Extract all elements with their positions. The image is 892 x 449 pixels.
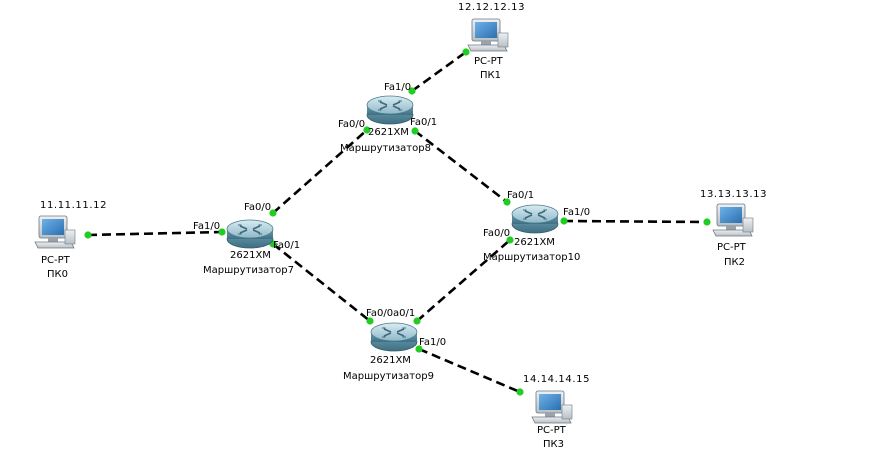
router-icon <box>511 204 559 234</box>
pc-pc3[interactable]: 14.14.14.15 PC-PT ПК3 <box>523 374 590 449</box>
device-type: PC-PT <box>41 255 71 266</box>
pc-icon <box>531 390 573 424</box>
port-label: Fa1/0 <box>419 337 446 348</box>
router-name: Маршрутизатор9 <box>343 371 434 382</box>
router-r9[interactable]: 2621XM Маршрутизатор9 <box>343 322 434 382</box>
port-label: Fa0/0a0/1 <box>366 308 415 319</box>
device-type: PC-PT <box>717 242 747 253</box>
port-labels: Fa1/0 Fa0/0 Fa0/1 Fa1/0 Fa0/0 Fa0/1 Fa0/… <box>193 82 590 348</box>
router-name: Маршрутизатор7 <box>203 265 294 276</box>
port-label: Fa1/0 <box>193 221 220 232</box>
router-r10[interactable]: 2621XM Маршрутизатор10 <box>483 204 580 263</box>
pc-pc0[interactable]: 11.11.11.12 PC-PT ПК0 <box>34 200 107 280</box>
port-label: Fa0/0 <box>244 202 271 213</box>
router-name: Маршрутизатор10 <box>483 252 580 263</box>
link-r8-r10[interactable] <box>414 129 508 204</box>
device-type: PC-PT <box>474 56 504 67</box>
port-label: Fa0/1 <box>410 117 437 128</box>
ip-address: 13.13.13.13 <box>700 189 767 200</box>
pc-pc1[interactable]: 12.12.12.13 PC-PT ПК1 <box>458 2 525 81</box>
device-name: ПК1 <box>480 70 501 81</box>
ip-address: 11.11.11.12 <box>40 200 107 211</box>
port-label: Fa0/0 <box>338 119 365 130</box>
link-r10-pc2[interactable] <box>563 219 708 224</box>
router-model: 2621XM <box>514 237 555 248</box>
link-pc0-r7[interactable] <box>87 230 223 237</box>
port-label: Fa0/1 <box>507 190 534 201</box>
ip-address: 14.14.14.15 <box>523 374 590 385</box>
port-label: Fa0/1 <box>273 240 300 251</box>
device-name: ПК0 <box>47 269 68 280</box>
device-name: ПК2 <box>724 257 745 268</box>
pc-icon <box>34 215 76 249</box>
router-r8[interactable]: 2621XM Маршрутизатор8 <box>340 95 431 154</box>
ip-address: 12.12.12.13 <box>458 2 525 13</box>
router-r7[interactable]: 2621XM Маршрутизатор7 <box>203 219 294 276</box>
router-model: 2621XM <box>368 127 409 138</box>
link-r7-r9[interactable] <box>272 242 371 323</box>
router-model: 2621XM <box>230 250 271 261</box>
port-label: Fa1/0 <box>563 207 590 218</box>
port-label: Fa1/0 <box>384 82 411 93</box>
links <box>87 50 708 394</box>
router-icon <box>370 322 418 352</box>
device-type: PC-PT <box>537 425 567 436</box>
pc-pc2[interactable]: 13.13.13.13 PC-PT ПК2 <box>700 189 767 268</box>
link-r9-pc3[interactable] <box>418 347 521 394</box>
pc-icon <box>712 203 754 237</box>
device-name: ПК3 <box>543 439 564 449</box>
link-r9-r10[interactable] <box>416 239 511 322</box>
link-r7-r8[interactable] <box>272 129 368 214</box>
router-model: 2621XM <box>370 355 411 366</box>
router-name: Маршрутизатор8 <box>340 143 431 154</box>
port-label: Fa0/0 <box>483 228 510 239</box>
router-icon <box>366 95 414 125</box>
port-status-lights <box>84 48 711 396</box>
link-r8-pc1[interactable] <box>411 50 467 93</box>
pc-icon <box>467 18 509 52</box>
router-icon <box>226 219 274 249</box>
